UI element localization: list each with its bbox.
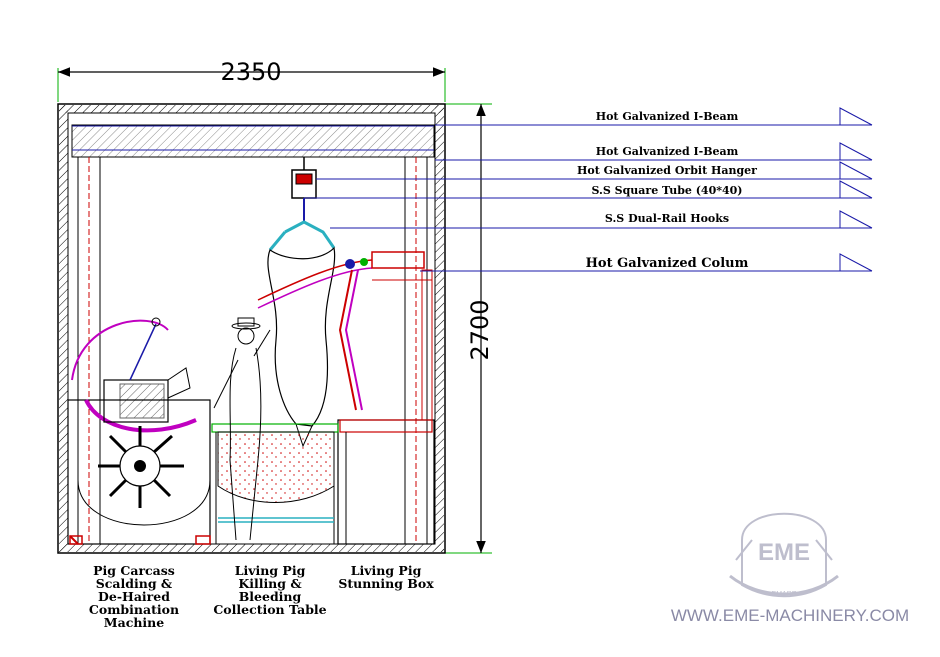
callout-leaders xyxy=(304,107,873,272)
callout-square-tube: S.S Square Tube (40*40) xyxy=(591,184,742,197)
caption-box-line: Living Pig xyxy=(351,563,422,578)
callout-dual-rail-hooks: S.S Dual-Rail Hooks xyxy=(605,212,729,225)
caption-box-line: Stunning Box xyxy=(338,576,434,591)
logo-subtext: EMARE xyxy=(772,591,797,598)
scalding-dehairing-machine xyxy=(67,317,211,545)
caption-stunning-box: Living Pig Stunning Box xyxy=(338,563,434,591)
logo-text: EME xyxy=(758,539,810,566)
eme-logo: EME EMARE xyxy=(729,512,839,598)
callout-orbit-hanger: Hot Galvanized Orbit Hanger xyxy=(577,164,757,177)
pig-carcass xyxy=(267,246,336,448)
worker-figure xyxy=(213,317,271,541)
width-dimension: 2350 xyxy=(57,58,446,102)
callout-i-beam-2: Hot Galvanized I-Beam xyxy=(596,145,739,158)
caption-machine-line: Pig Carcass xyxy=(93,563,175,578)
caption-table-line: Collection Table xyxy=(213,602,326,617)
caption-machine-line: Machine xyxy=(104,615,164,630)
stunning-box xyxy=(337,419,435,545)
caption-bleeding-table: Living Pig Killing & Bleeding Collection… xyxy=(213,563,326,617)
caption-machine-line: Combination xyxy=(89,602,179,617)
height-dimension-label: 2700 xyxy=(466,299,494,360)
caption-table-line: Living Pig xyxy=(235,563,306,578)
website-url: WWW.EME-MACHINERY.COM xyxy=(671,606,909,625)
callout-i-beam-1: Hot Galvanized I-Beam xyxy=(596,110,739,123)
caption-table-line: Killing & xyxy=(238,576,302,591)
caption-machine-line: De-Haired xyxy=(98,589,170,604)
caption-table-line: Bleeding xyxy=(239,589,302,604)
i-beam xyxy=(71,124,435,158)
stunning-conveyor xyxy=(257,251,433,421)
bleeding-table xyxy=(211,423,339,544)
width-dimension-label: 2350 xyxy=(220,58,281,86)
orbit-hanger xyxy=(268,157,336,251)
caption-scalding-machine: Pig Carcass Scalding & De-Haired Combina… xyxy=(89,563,179,630)
building-frame xyxy=(57,103,446,554)
caption-machine-line: Scalding & xyxy=(96,576,173,591)
callout-galvanized-column: Hot Galvanized Colum xyxy=(586,256,749,271)
height-dimension: 2700 xyxy=(445,103,494,554)
